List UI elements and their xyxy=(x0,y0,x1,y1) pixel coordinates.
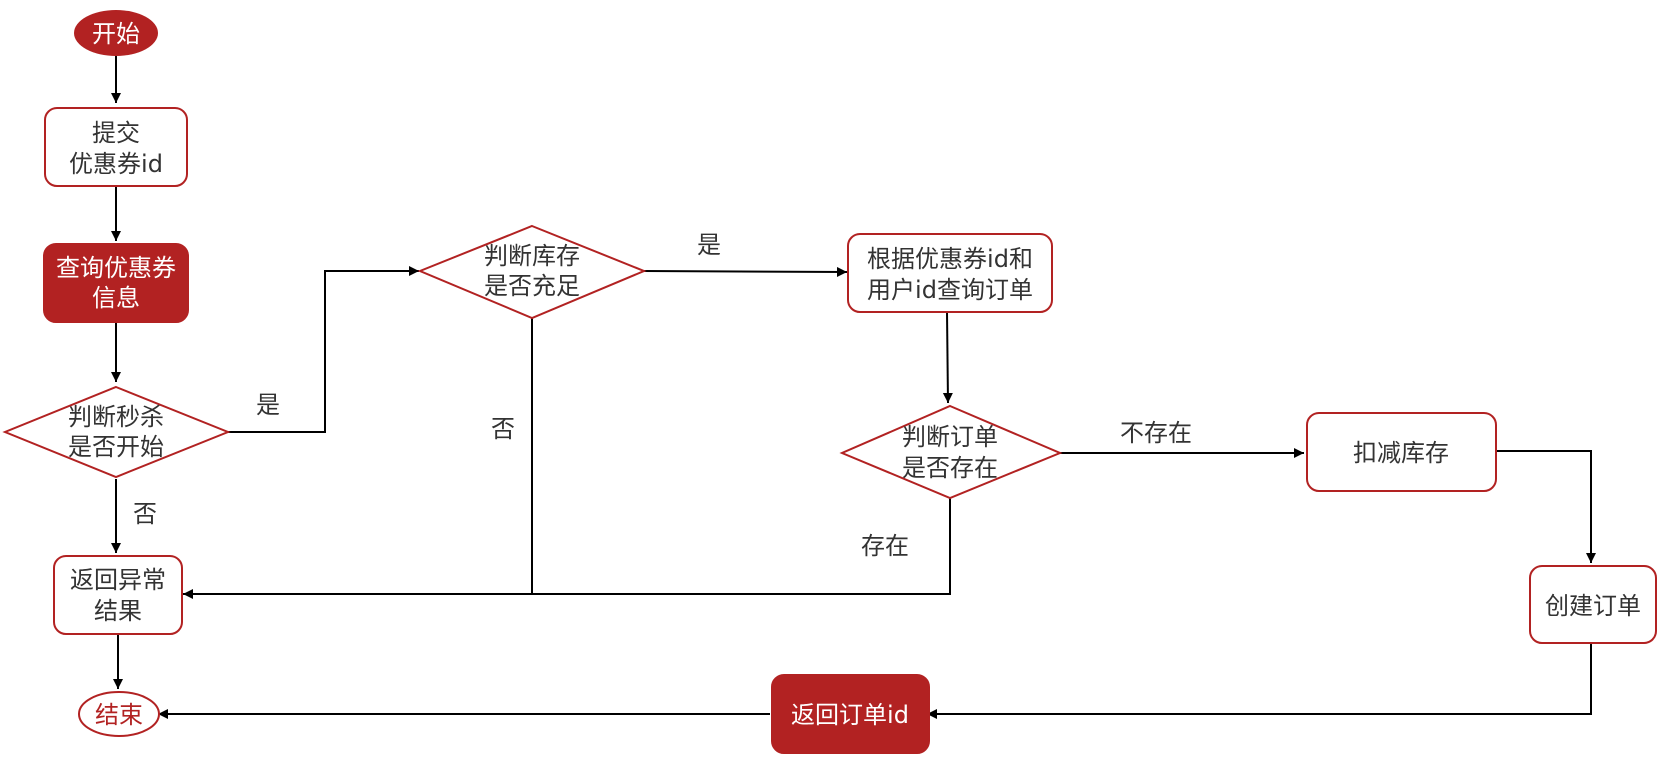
node-check-stock-line1: 判断库存 xyxy=(484,242,580,270)
edge-stock-yes xyxy=(643,266,848,277)
node-check-started-line1: 判断秒杀 xyxy=(68,403,164,431)
node-end: 结束 xyxy=(78,691,160,737)
node-query-coupon-line2: 信息 xyxy=(92,284,140,312)
node-check-seckill-started: 判断秒杀 是否开始 xyxy=(2,385,231,479)
edge-order-exists xyxy=(183,497,951,599)
label-order-exists: 存在 xyxy=(861,532,909,560)
node-deduct-stock-label: 扣减库存 xyxy=(1353,439,1449,467)
node-deduct-stock: 扣减库存 xyxy=(1306,412,1497,492)
node-end-label: 结束 xyxy=(95,701,143,729)
node-submit-line2: 优惠券id xyxy=(69,150,163,178)
node-check-stock-line2: 是否充足 xyxy=(484,272,580,300)
label-stock-no: 否 xyxy=(491,415,515,443)
edge-query-order-to-check xyxy=(942,311,953,404)
node-check-order-exists: 判断订单 是否存在 xyxy=(839,404,1063,500)
node-query-order: 根据优惠券id和 用户id查询订单 xyxy=(847,233,1053,313)
edge-create-to-return xyxy=(927,643,1592,719)
node-submit-coupon-id: 提交 优惠券id xyxy=(44,107,188,187)
node-start-label: 开始 xyxy=(92,20,140,48)
node-check-order-line2: 是否存在 xyxy=(902,454,998,482)
edge-labels: 是 否 是 否 不存在 存在 xyxy=(133,231,1192,560)
node-query-order-line1: 根据优惠券id和 xyxy=(867,245,1033,273)
label-started-yes: 是 xyxy=(256,391,280,419)
edges xyxy=(111,54,1596,719)
node-return-error: 返回异常 结果 xyxy=(53,555,183,635)
node-create-order: 创建订单 xyxy=(1529,565,1657,644)
node-query-coupon-line1: 查询优惠券 xyxy=(56,254,176,282)
node-start: 开始 xyxy=(74,10,158,56)
node-check-started-line2: 是否开始 xyxy=(68,433,164,461)
node-return-order-id: 返回订单id xyxy=(771,674,930,754)
node-create-order-label: 创建订单 xyxy=(1545,592,1641,620)
node-return-error-line1: 返回异常 xyxy=(70,566,166,594)
node-return-error-line2: 结果 xyxy=(94,597,142,625)
node-check-order-line1: 判断订单 xyxy=(902,423,998,451)
label-started-no: 否 xyxy=(133,500,157,528)
edge-started-yes xyxy=(228,266,419,433)
node-query-order-line2: 用户id查询订单 xyxy=(867,276,1033,304)
node-submit-line1: 提交 xyxy=(92,119,140,147)
node-return-order-id-label: 返回订单id xyxy=(791,701,909,729)
label-order-not-exists: 不存在 xyxy=(1120,419,1192,447)
edge-deduct-to-create xyxy=(1496,450,1596,563)
label-stock-yes: 是 xyxy=(697,231,721,259)
node-check-stock: 判断库存 是否充足 xyxy=(417,224,647,320)
node-query-coupon-info: 查询优惠券 信息 xyxy=(43,243,189,323)
